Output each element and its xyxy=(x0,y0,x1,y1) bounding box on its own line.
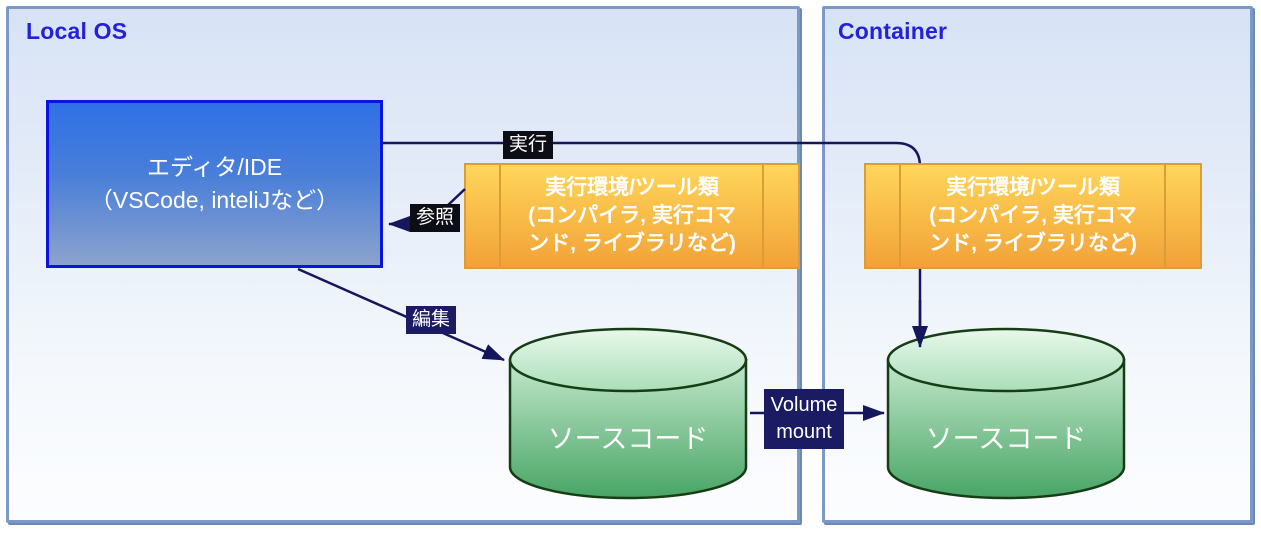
volume-mount-line2: mount xyxy=(776,421,832,443)
edge-label-edit: 編集 xyxy=(406,306,457,334)
cylinder-body xyxy=(886,358,1126,500)
tools-label-line3: ンド, ライブラリなど) xyxy=(528,231,736,255)
tools-label-line1: 実行環境/ツール類 xyxy=(545,176,719,200)
tools-label-line1: 実行環境/ツール類 xyxy=(946,176,1120,200)
panel-title-container: Container xyxy=(838,18,948,44)
tools-divider-right xyxy=(762,165,764,267)
tools-label-line2: (コンパイラ, 実行コマ xyxy=(528,204,736,228)
tools-label-line2: (コンパイラ, 実行コマ xyxy=(929,204,1137,228)
edge-label-volume-mount: Volume mount xyxy=(764,389,844,449)
cylinder-body xyxy=(508,358,748,500)
cylinder-shape: ソースコード xyxy=(508,327,748,500)
node-tools-local: 実行環境/ツール類 (コンパイラ, 実行コマ ンド, ライブラリなど) xyxy=(464,163,800,269)
tools-divider-left xyxy=(899,165,901,267)
node-editor-ide: エディタ/IDE （VSCode, inteliJなど） xyxy=(46,100,383,268)
editor-label-line2: （VSCode, inteliJなど） xyxy=(89,187,340,213)
tools-label-line3: ンド, ライブラリなど) xyxy=(929,231,1137,255)
source-code-label: ソースコード xyxy=(548,424,709,454)
node-source-code-container: ソースコード xyxy=(884,326,1128,502)
editor-label-line1: エディタ/IDE xyxy=(146,153,283,180)
cylinder-top xyxy=(508,327,748,393)
node-tools-container: 実行環境/ツール類 (コンパイラ, 実行コマ ンド, ライブラリなど) xyxy=(864,163,1202,269)
node-source-code-local: ソースコード xyxy=(506,326,750,502)
edge-label-reference: 参照 xyxy=(410,204,461,232)
edge-label-run: 実行 xyxy=(503,131,554,159)
volume-mount-line1: Volume xyxy=(770,394,838,416)
tools-divider-right xyxy=(1164,165,1166,267)
panel-title-local-os: Local OS xyxy=(26,18,128,44)
tools-divider-left xyxy=(499,165,501,267)
cylinder-top xyxy=(886,327,1126,393)
cylinder-shape: ソースコード xyxy=(886,327,1126,500)
source-code-label: ソースコード xyxy=(926,424,1087,454)
